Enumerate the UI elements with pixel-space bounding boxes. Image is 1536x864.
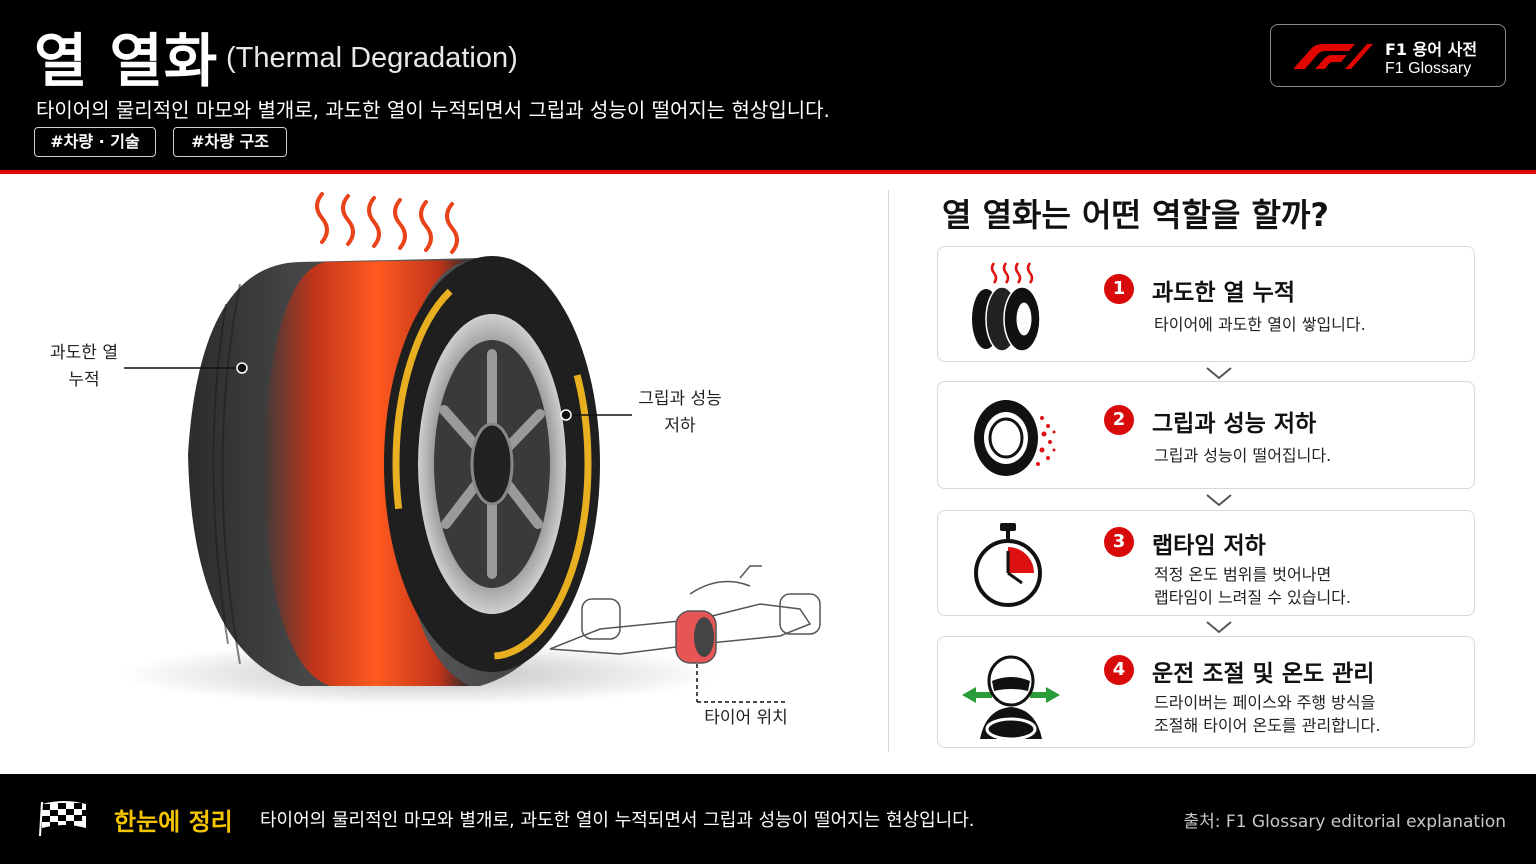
chevron-down-icon xyxy=(1206,367,1232,380)
role-card-grip-loss: 2 그립과 성능 저하 그립과 성능이 떨어집니다. xyxy=(937,381,1475,489)
callout-heat-buildup: 과도한 열 누적 xyxy=(44,340,124,394)
header-accent-line xyxy=(0,170,1536,174)
callout-grip-line2: 저하 xyxy=(664,416,696,436)
callout-heat-line1: 과도한 열 xyxy=(50,343,118,363)
role-card-driver-management: 4 운전 조절 및 온도 관리 드라이버는 페이스와 주행 방식을 조절해 타이… xyxy=(937,636,1475,748)
heat-waves-icon xyxy=(315,192,459,254)
callout-heat-line2: 누적 xyxy=(68,370,100,390)
callout-tire-position: 타이어 위치 xyxy=(704,708,788,728)
page-title: 열 열화 xyxy=(34,27,219,95)
callout-grip-line1: 그립과 성능 xyxy=(638,389,722,409)
tire-grip-loss-icon xyxy=(974,400,1056,476)
roles-heading: 열 열화는 어떤 역할을 할까? xyxy=(942,196,1329,234)
role-number-1: 1 xyxy=(1104,274,1134,304)
badge-korean-label: F1 용어 사전 xyxy=(1385,40,1478,59)
role-desc-3: 적정 온도 범위를 벗어나면 랩타임이 느려질 수 있습니다. xyxy=(1154,563,1351,609)
role-title-4: 운전 조절 및 온도 관리 xyxy=(1152,661,1375,687)
section-divider xyxy=(888,190,889,752)
role-title-1: 과도한 열 누적 xyxy=(1152,280,1295,306)
role-desc-4-line2: 조절해 타이어 온도를 관리합니다. xyxy=(1154,716,1381,735)
checkered-flag-icon xyxy=(39,801,86,837)
role-card-heat-buildup: 1 과도한 열 누적 타이어에 과도한 열이 쌓입니다. xyxy=(937,246,1475,362)
summary-footer: 한눈에 정리 타이어의 물리적인 마모와 별개로, 과도한 열이 누적되면서 그… xyxy=(0,774,1536,864)
driver-steering-icon xyxy=(962,655,1060,741)
hot-tire-stack-icon xyxy=(972,262,1041,352)
f1-logo-icon xyxy=(1293,44,1373,69)
role-title-3: 랩타임 저하 xyxy=(1152,533,1266,559)
role-desc-1: 타이어에 과도한 열이 쌓입니다. xyxy=(1154,315,1366,334)
tag-vehicle-tech[interactable]: #차량 · 기술 xyxy=(34,127,156,157)
badge-english-label: F1 Glossary xyxy=(1385,60,1472,77)
callout-grip-loss: 그립과 성능 저하 xyxy=(632,386,728,440)
role-number-3: 3 xyxy=(1104,527,1134,557)
page-subtitle: 타이어의 물리적인 마모와 별개로, 과도한 열이 누적되면서 그립과 성능이 … xyxy=(36,98,830,122)
page-title-english: (Thermal Degradation) xyxy=(226,42,518,74)
tire-drawing xyxy=(120,192,821,706)
tag-vehicle-structure[interactable]: #차량 구조 xyxy=(173,127,287,157)
header-bar: 열 열화 (Thermal Degradation) 타이어의 물리적인 마모와… xyxy=(0,0,1536,170)
role-number-4: 4 xyxy=(1104,655,1134,685)
role-card-laptime: 3 랩타임 저하 적정 온도 범위를 벗어나면 랩타임이 느려질 수 있습니다. xyxy=(937,510,1475,616)
tire-illustration: 과도한 열 누적 그립과 성능 저하 타이어 위치 xyxy=(0,174,886,774)
f1-car-icon xyxy=(549,565,821,655)
chevron-down-icon xyxy=(1206,621,1232,634)
glossary-badge: F1 용어 사전 F1 Glossary xyxy=(1270,24,1506,87)
role-desc-3-line1: 적정 온도 범위를 벗어나면 xyxy=(1154,565,1332,584)
role-desc-4: 드라이버는 페이스와 주행 방식을 조절해 타이어 온도를 관리합니다. xyxy=(1154,691,1380,737)
summary-label: 한눈에 정리 xyxy=(114,808,233,836)
stopwatch-icon xyxy=(974,523,1042,607)
source-credit: 출처: F1 Glossary editorial explanation xyxy=(1183,812,1507,832)
role-desc-3-line2: 랩타임이 느려질 수 있습니다. xyxy=(1154,588,1351,607)
role-desc-2: 그립과 성능이 떨어집니다. xyxy=(1154,446,1332,465)
role-title-2: 그립과 성능 저하 xyxy=(1152,411,1317,437)
chevron-down-icon xyxy=(1206,494,1232,507)
role-number-2: 2 xyxy=(1104,405,1134,435)
summary-text: 타이어의 물리적인 마모와 별개로, 과도한 열이 누적되면서 그립과 성능이 … xyxy=(260,810,975,831)
role-desc-4-line1: 드라이버는 페이스와 주행 방식을 xyxy=(1154,693,1376,712)
